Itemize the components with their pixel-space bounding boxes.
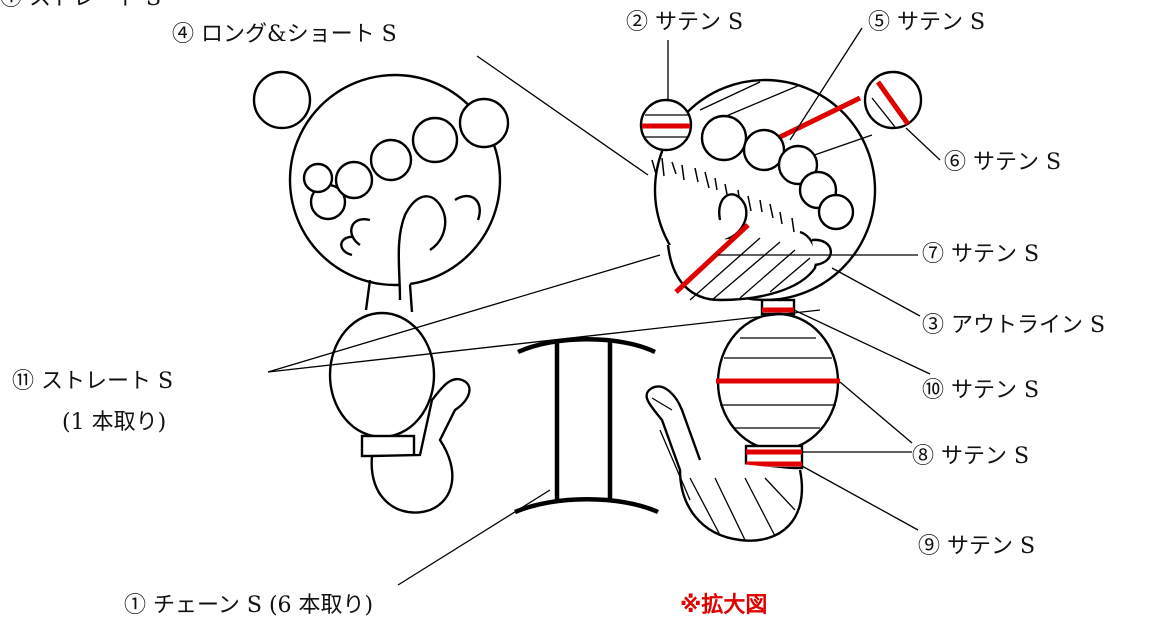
leg-line-b	[659, 429, 691, 501]
label-11-straight: ⑪ ストレート S	[12, 369, 174, 394]
left-body	[328, 311, 436, 439]
leg-line-d	[714, 477, 746, 541]
leg-line-a	[651, 397, 673, 411]
face-red-7	[674, 223, 750, 294]
leg-line-e	[744, 477, 776, 537]
face-line-a	[689, 237, 761, 301]
right-figure	[639, 70, 923, 542]
left-hair-right	[454, 194, 481, 221]
leader-4	[476, 55, 649, 176]
right-leg	[645, 385, 804, 542]
header-label-clipped: ① ストレート S	[0, 0, 161, 10]
leader-5	[789, 27, 863, 141]
long-short-strokes	[651, 157, 795, 233]
leader-11a	[267, 254, 661, 373]
right-crown-5	[817, 193, 855, 231]
gemini-symbol	[514, 337, 659, 515]
label-2-satin: ② サテン S	[626, 10, 744, 35]
left-crown-0	[302, 162, 334, 194]
label-5-satin: ⑤ サテン S	[868, 10, 986, 35]
face-line-d	[769, 257, 811, 293]
leader-8a	[839, 381, 913, 444]
face-line-b	[711, 241, 781, 301]
left-crown-5	[458, 97, 510, 149]
right-bun-6-line	[871, 97, 896, 128]
gemini-bottom-arc	[514, 497, 659, 515]
head-line-a	[699, 81, 761, 111]
leader-6	[905, 127, 941, 161]
label-10-satin: ⑩ サテン S	[922, 378, 1040, 403]
left-neck	[364, 279, 414, 313]
leader-10	[793, 309, 931, 375]
label-4-long-short: ④ ロング&ショート S	[172, 22, 397, 47]
leader-1	[397, 489, 551, 586]
left-crown-2	[334, 160, 374, 200]
label-6-satin: ⑥ サテン S	[944, 150, 1062, 175]
label-9-satin: ⑨ サテン S	[918, 534, 1036, 559]
right-ear	[811, 238, 832, 267]
left-crown-3	[369, 138, 413, 182]
right-bun-6-red	[875, 80, 911, 126]
left-hair-lock	[397, 195, 447, 301]
left-band	[360, 434, 416, 458]
left-hair-side	[350, 218, 371, 246]
right-crown-2	[742, 128, 786, 172]
label-3-outline: ③ アウトライン S	[922, 313, 1106, 338]
enlarged-view-note: ※拡大図	[680, 593, 768, 618]
gemini-top-arc	[517, 337, 656, 355]
label-7-satin: ⑦ サテン S	[922, 242, 1040, 267]
right-crown-1	[700, 114, 748, 162]
leg-line-f	[764, 477, 796, 511]
head-red-5	[778, 95, 862, 140]
left-bun	[252, 70, 312, 130]
left-leg	[370, 377, 471, 514]
leader-9	[801, 465, 919, 531]
leader-11b	[267, 309, 821, 373]
leg-line-c	[689, 477, 721, 536]
leader-3	[831, 267, 921, 317]
label-11-note: (1 本取り)	[62, 410, 167, 435]
left-crown-4	[411, 116, 459, 164]
left-figure	[252, 70, 510, 514]
face-line-c	[739, 249, 796, 299]
label-8-satin: ⑧ サテン S	[912, 444, 1030, 469]
leader-lines	[267, 27, 941, 586]
label-1-chain: ① チェーン S (6 本取り)	[124, 593, 374, 618]
